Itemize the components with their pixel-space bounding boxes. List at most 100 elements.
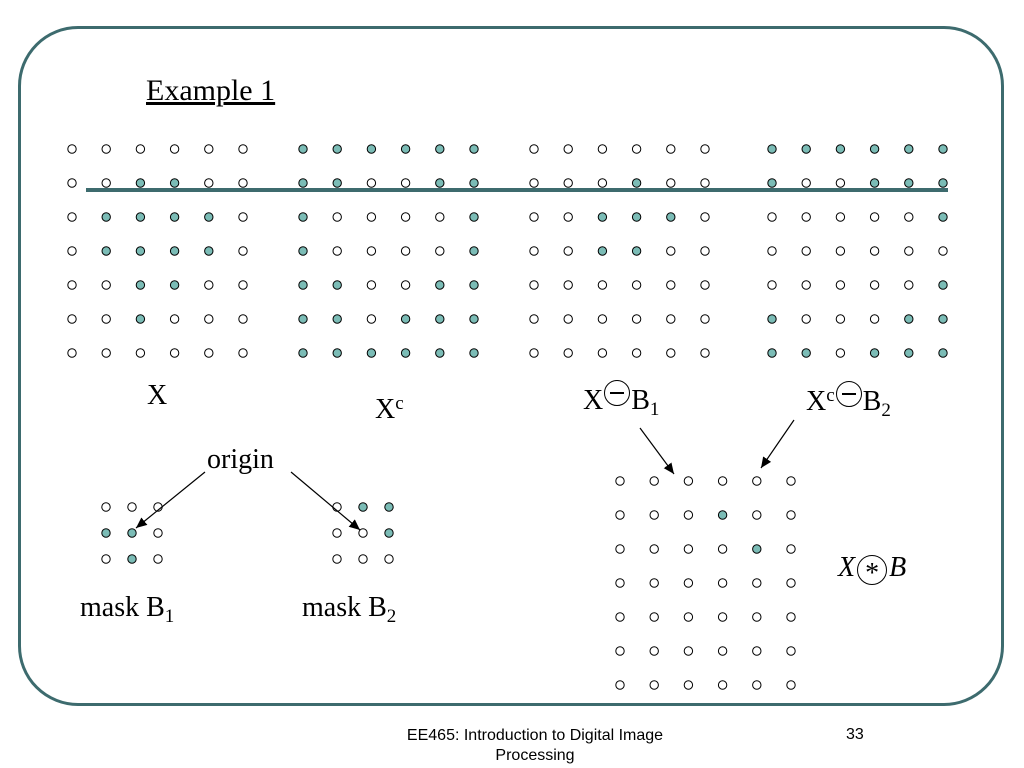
filled-pixel-dot <box>904 348 914 358</box>
empty-pixel-dot <box>786 646 796 656</box>
empty-pixel-dot <box>752 646 762 656</box>
empty-pixel-dot <box>67 178 77 188</box>
empty-pixel-dot <box>631 144 642 154</box>
empty-pixel-dot <box>67 348 77 358</box>
empty-pixel-dot <box>358 528 368 538</box>
label-mask-b2: mask B2 <box>302 592 397 627</box>
grid-erosion_b1 <box>529 144 710 358</box>
empty-pixel-dot <box>615 612 625 622</box>
empty-pixel-dot <box>869 246 880 256</box>
filled-pixel-dot <box>400 314 411 324</box>
empty-pixel-dot <box>153 554 163 564</box>
filled-pixel-dot <box>358 502 368 512</box>
filled-pixel-dot <box>400 348 411 358</box>
empty-pixel-dot <box>563 144 573 154</box>
empty-pixel-dot <box>135 144 146 154</box>
empty-pixel-dot <box>529 144 539 154</box>
label-mask-b1: mask B1 <box>80 592 175 627</box>
filled-pixel-dot <box>435 144 445 154</box>
empty-pixel-dot <box>752 578 762 588</box>
empty-pixel-dot <box>615 510 625 520</box>
filled-pixel-dot <box>366 348 377 358</box>
filled-pixel-dot <box>801 348 811 358</box>
filled-pixel-dot <box>332 348 342 358</box>
filled-pixel-dot <box>767 348 777 358</box>
origin-arrow-b1 <box>135 471 206 529</box>
empty-pixel-dot <box>238 314 248 324</box>
empty-pixel-dot <box>683 510 694 520</box>
arrow-to-result-left <box>639 427 675 475</box>
grid-mask_b2 <box>332 502 394 564</box>
empty-pixel-dot <box>529 348 539 358</box>
grid-x <box>67 144 248 358</box>
grid-result <box>615 476 796 690</box>
filled-pixel-dot <box>469 178 479 188</box>
filled-pixel-dot <box>169 246 180 256</box>
empty-pixel-dot <box>400 246 411 256</box>
empty-pixel-dot <box>767 246 777 256</box>
empty-pixel-dot <box>67 314 77 324</box>
empty-pixel-dot <box>752 680 762 690</box>
filled-pixel-dot <box>135 280 146 290</box>
empty-pixel-dot <box>717 544 728 554</box>
filled-pixel-dot <box>469 246 479 256</box>
empty-pixel-dot <box>904 280 914 290</box>
empty-pixel-dot <box>683 578 694 588</box>
filled-pixel-dot <box>631 212 642 222</box>
filled-pixel-dot <box>400 144 411 154</box>
grid-xc <box>298 144 479 358</box>
empty-pixel-dot <box>786 612 796 622</box>
empty-pixel-dot <box>400 280 411 290</box>
empty-pixel-dot <box>597 348 608 358</box>
empty-pixel-dot <box>153 528 163 538</box>
empty-pixel-dot <box>801 246 811 256</box>
empty-pixel-dot <box>101 348 111 358</box>
filled-pixel-dot <box>298 314 308 324</box>
filled-pixel-dot <box>298 178 308 188</box>
empty-pixel-dot <box>67 246 77 256</box>
empty-pixel-dot <box>683 646 694 656</box>
empty-pixel-dot <box>615 646 625 656</box>
empty-pixel-dot <box>597 314 608 324</box>
empty-pixel-dot <box>169 144 180 154</box>
filled-pixel-dot <box>332 144 342 154</box>
empty-pixel-dot <box>649 476 659 486</box>
empty-pixel-dot <box>649 578 659 588</box>
filled-pixel-dot <box>597 212 608 222</box>
empty-pixel-dot <box>101 554 111 564</box>
empty-pixel-dot <box>786 578 796 588</box>
empty-pixel-dot <box>529 314 539 324</box>
filled-pixel-dot <box>717 510 728 520</box>
filled-pixel-dot <box>298 212 308 222</box>
empty-pixel-dot <box>67 144 77 154</box>
empty-pixel-dot <box>666 314 676 324</box>
empty-pixel-dot <box>238 280 248 290</box>
filled-pixel-dot <box>135 314 146 324</box>
filled-pixel-dot <box>904 178 914 188</box>
empty-pixel-dot <box>717 476 728 486</box>
page-number: 33 <box>846 726 864 743</box>
empty-pixel-dot <box>563 246 573 256</box>
empty-pixel-dot <box>700 144 710 154</box>
empty-pixel-dot <box>529 280 539 290</box>
filled-pixel-dot <box>169 280 180 290</box>
empty-pixel-dot <box>700 178 710 188</box>
filled-pixel-dot <box>101 246 111 256</box>
empty-pixel-dot <box>869 280 880 290</box>
filled-pixel-dot <box>135 178 146 188</box>
filled-pixel-dot <box>938 144 948 154</box>
filled-pixel-dot <box>938 280 948 290</box>
empty-pixel-dot <box>238 212 248 222</box>
filled-pixel-dot <box>938 314 948 324</box>
empty-pixel-dot <box>683 476 694 486</box>
empty-pixel-dot <box>752 612 762 622</box>
filled-pixel-dot <box>298 280 308 290</box>
empty-pixel-dot <box>801 280 811 290</box>
empty-pixel-dot <box>400 178 411 188</box>
grid-erosion_b2 <box>767 144 948 358</box>
filled-pixel-dot <box>938 178 948 188</box>
empty-pixel-dot <box>101 178 111 188</box>
empty-pixel-dot <box>752 476 762 486</box>
empty-pixel-dot <box>835 314 846 324</box>
